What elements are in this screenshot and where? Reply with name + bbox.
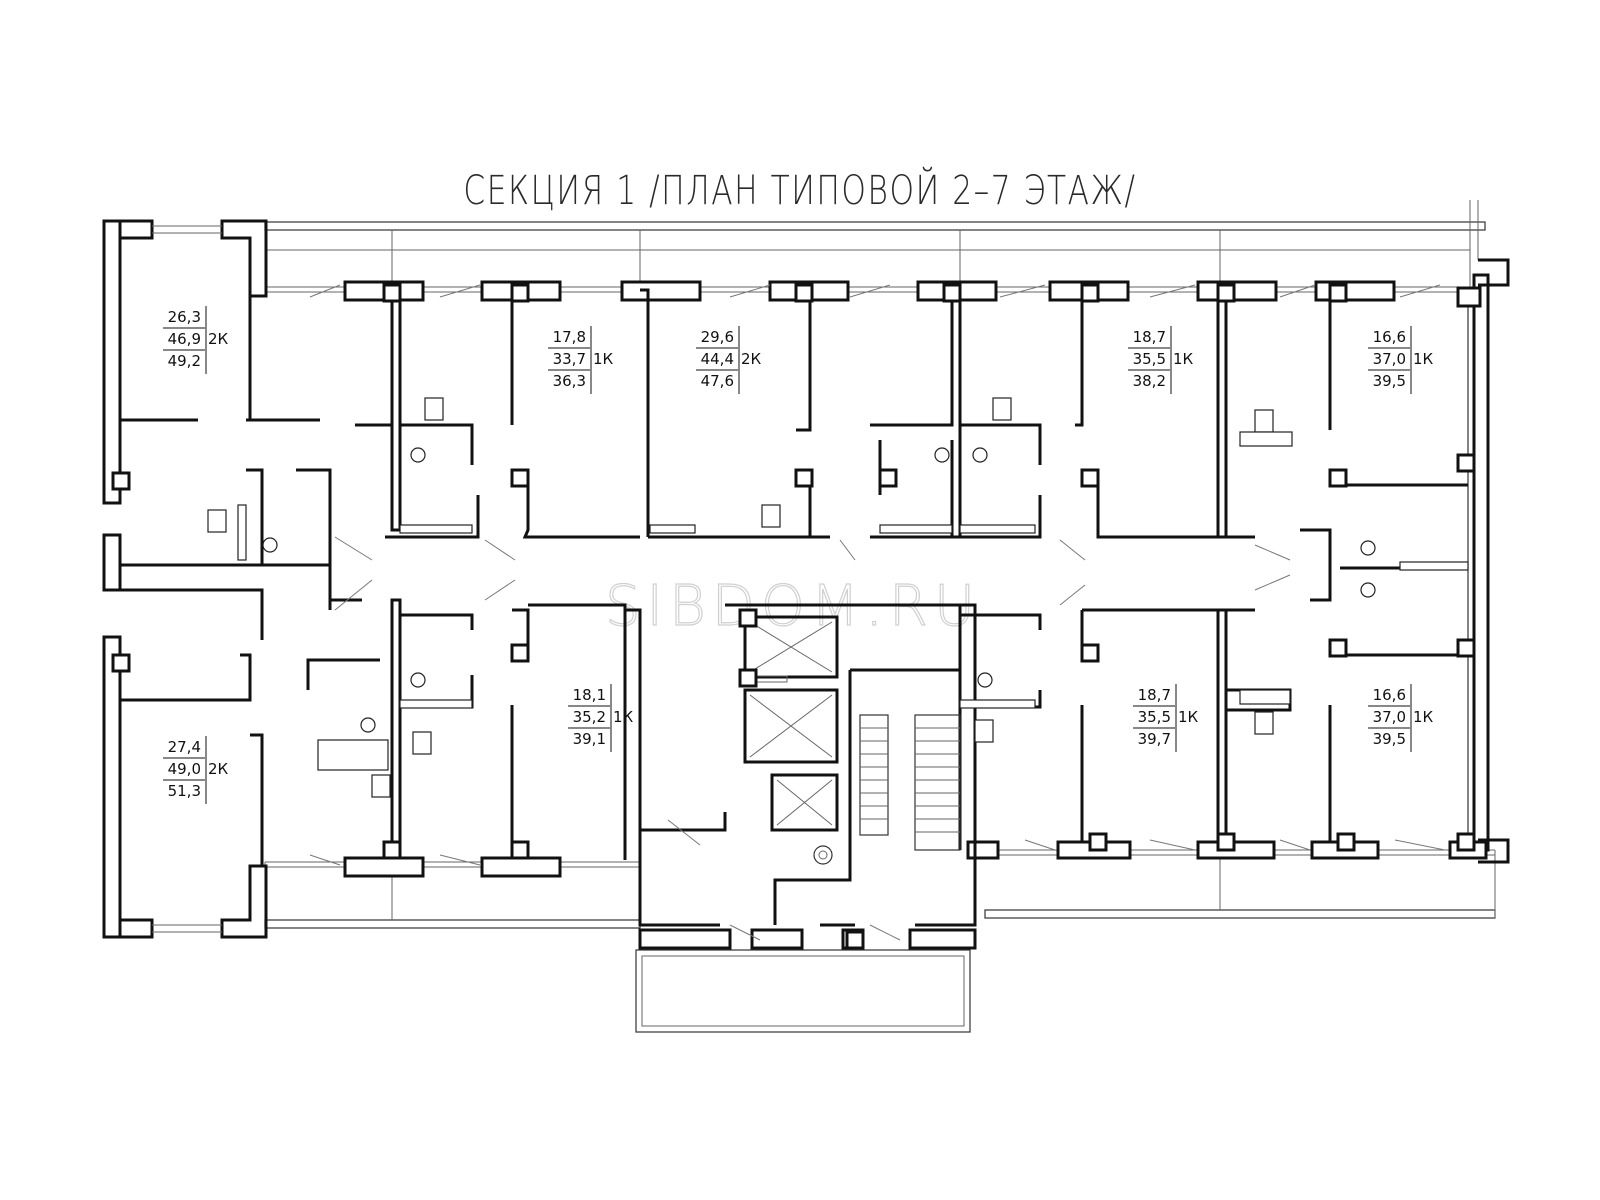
apartment-living-area: 26,3 (168, 308, 201, 326)
columns (111, 283, 1476, 950)
exterior-walls (102, 219, 1510, 939)
apartment-label-apt-s2: 18,1 35,2 39,1 1К (568, 684, 634, 752)
stair-steps (860, 727, 960, 833)
apartment-total-area: 35,5 (1133, 350, 1166, 368)
apartment-label-apt-n2: 17,8 33,7 36,3 1К (548, 326, 614, 394)
apartment-type: 1К (1178, 708, 1199, 726)
apartment-label-apt-n3: 29,6 44,4 47,6 2К (696, 326, 762, 394)
apartment-total-area: 37,0 (1373, 350, 1406, 368)
apartment-label-apt-n4: 18,7 35,5 38,2 1К (1128, 326, 1194, 394)
apartment-total-area: 46,9 (168, 330, 201, 348)
apartment-full-area: 39,5 (1373, 730, 1406, 748)
apartment-living-area: 18,7 (1133, 328, 1166, 346)
apartment-total-area: 35,2 (573, 708, 606, 726)
apartment-type: 2К (208, 760, 229, 778)
apartment-label-apt-se: 16,6 37,0 39,5 1К (1368, 684, 1434, 752)
apartment-living-area: 27,4 (168, 738, 201, 756)
apartment-living-area: 17,8 (553, 328, 586, 346)
door-swings (309, 284, 1446, 941)
apartment-full-area: 51,3 (168, 782, 201, 800)
apartment-full-area: 39,5 (1373, 372, 1406, 390)
apartment-full-area: 47,6 (701, 372, 734, 390)
apartment-full-area: 38,2 (1133, 372, 1166, 390)
balcony-bottom (264, 849, 1496, 1033)
apartment-type: 2К (208, 330, 229, 348)
plumbing-fixtures (207, 397, 1469, 798)
balcony-top (264, 200, 1486, 293)
apartment-total-area: 37,0 (1373, 708, 1406, 726)
apartment-labels: 26,3 46,9 49,2 2К 17,8 33,7 36,3 1К 29,6 44,4 47,6… (163, 306, 1434, 804)
apartment-total-area: 35,5 (1138, 708, 1171, 726)
south-partitions (120, 588, 1468, 950)
apartment-full-area: 36,3 (553, 372, 586, 390)
apartment-label-apt-s4: 18,7 35,5 39,7 1К (1133, 684, 1199, 752)
apartment-type: 1К (1173, 350, 1194, 368)
apartment-full-area: 39,1 (573, 730, 606, 748)
apartment-type: 1К (613, 708, 634, 726)
apartment-label-apt-ne: 16,6 37,0 39,5 1К (1368, 326, 1434, 394)
apartment-living-area: 29,6 (701, 328, 734, 346)
apartment-total-area: 49,0 (168, 760, 201, 778)
apartment-total-area: 44,4 (701, 350, 734, 368)
apartment-type: 2К (741, 350, 762, 368)
apartment-label-apt-sw: 27,4 49,0 51,3 2К (163, 736, 229, 804)
north-partitions (120, 288, 1468, 610)
apartment-living-area: 16,6 (1373, 328, 1406, 346)
apartment-living-area: 18,7 (1138, 686, 1171, 704)
apartment-full-area: 39,7 (1138, 730, 1171, 748)
apartment-type: 1К (1413, 708, 1434, 726)
apartment-type: 1К (1413, 350, 1434, 368)
apartment-type: 1К (593, 350, 614, 368)
apartment-living-area: 18,1 (573, 686, 606, 704)
apartment-total-area: 33,7 (553, 350, 586, 368)
apartment-full-area: 49,2 (168, 352, 201, 370)
apartment-living-area: 16,6 (1373, 686, 1406, 704)
apartment-label-apt-nw: 26,3 46,9 49,2 2К (163, 306, 229, 374)
plan-title: СЕКЦИЯ 1 /ПЛАН ТИПОВОЙ 2–7 ЭТАЖ/ (463, 168, 1137, 214)
